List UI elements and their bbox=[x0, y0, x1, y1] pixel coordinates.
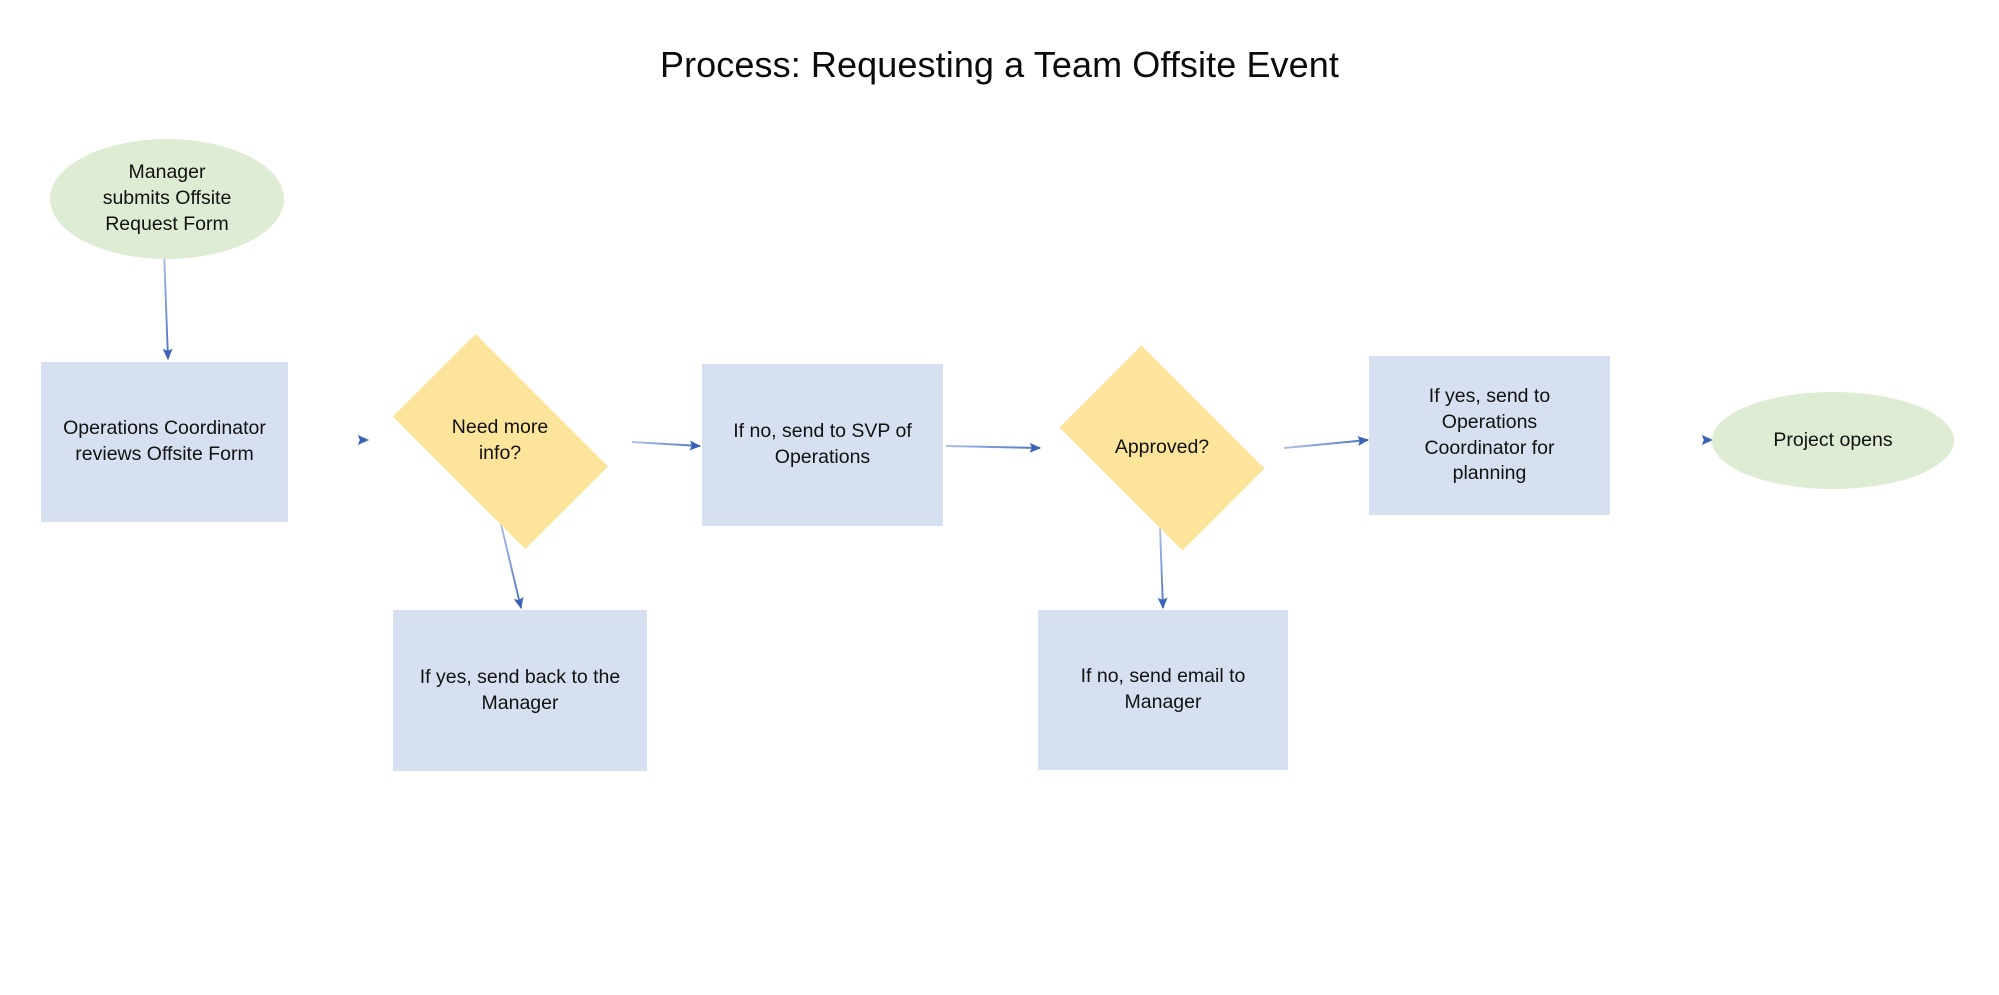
edge-approved-to-email-manager bbox=[1157, 527, 1168, 610]
node-label: If no, send email to Manager bbox=[1080, 665, 1246, 713]
node-label: Project opens bbox=[1773, 428, 1893, 451]
edge-need-more-info-to-send-svp bbox=[631, 440, 702, 451]
node-label: If yes, send to Operations Coordinator f… bbox=[1424, 385, 1555, 485]
node-send-to-coordinator-planning[interactable]: If yes, send to Operations Coordinator f… bbox=[1369, 356, 1610, 515]
node-start-manager-submits[interactable]: Manager submits Offsite Request Form bbox=[50, 139, 284, 259]
node-label: Manager submits Offsite Request Form bbox=[102, 161, 232, 235]
node-label: Operations Coordinator reviews Offsite F… bbox=[63, 417, 266, 465]
node-label: Need more info? bbox=[451, 416, 549, 464]
node-send-back-to-manager[interactable]: If yes, send back to the Manager bbox=[393, 610, 647, 771]
node-send-to-svp[interactable]: If no, send to SVP of Operations bbox=[702, 364, 943, 526]
edge-approved-to-send-coordinator bbox=[1283, 436, 1370, 449]
node-operations-coordinator-reviews[interactable]: Operations Coordinator reviews Offsite F… bbox=[41, 362, 288, 522]
node-label: If yes, send back to the Manager bbox=[419, 665, 621, 714]
edge-start-to-review bbox=[162, 249, 173, 361]
edge-send-svp-to-approved bbox=[945, 442, 1042, 453]
node-end-project-opens[interactable]: Project opens bbox=[1712, 392, 1954, 489]
node-label: If no, send to SVP of Operations bbox=[733, 420, 912, 468]
page-title: Process: Requesting a Team Offsite Event bbox=[659, 44, 1340, 85]
node-decision-need-more-info[interactable]: Need more info? bbox=[368, 333, 632, 549]
node-decision-approved[interactable]: Approved? bbox=[1040, 345, 1284, 551]
node-label: Approved? bbox=[1114, 436, 1210, 459]
node-send-email-to-manager[interactable]: If no, send email to Manager bbox=[1038, 610, 1288, 770]
